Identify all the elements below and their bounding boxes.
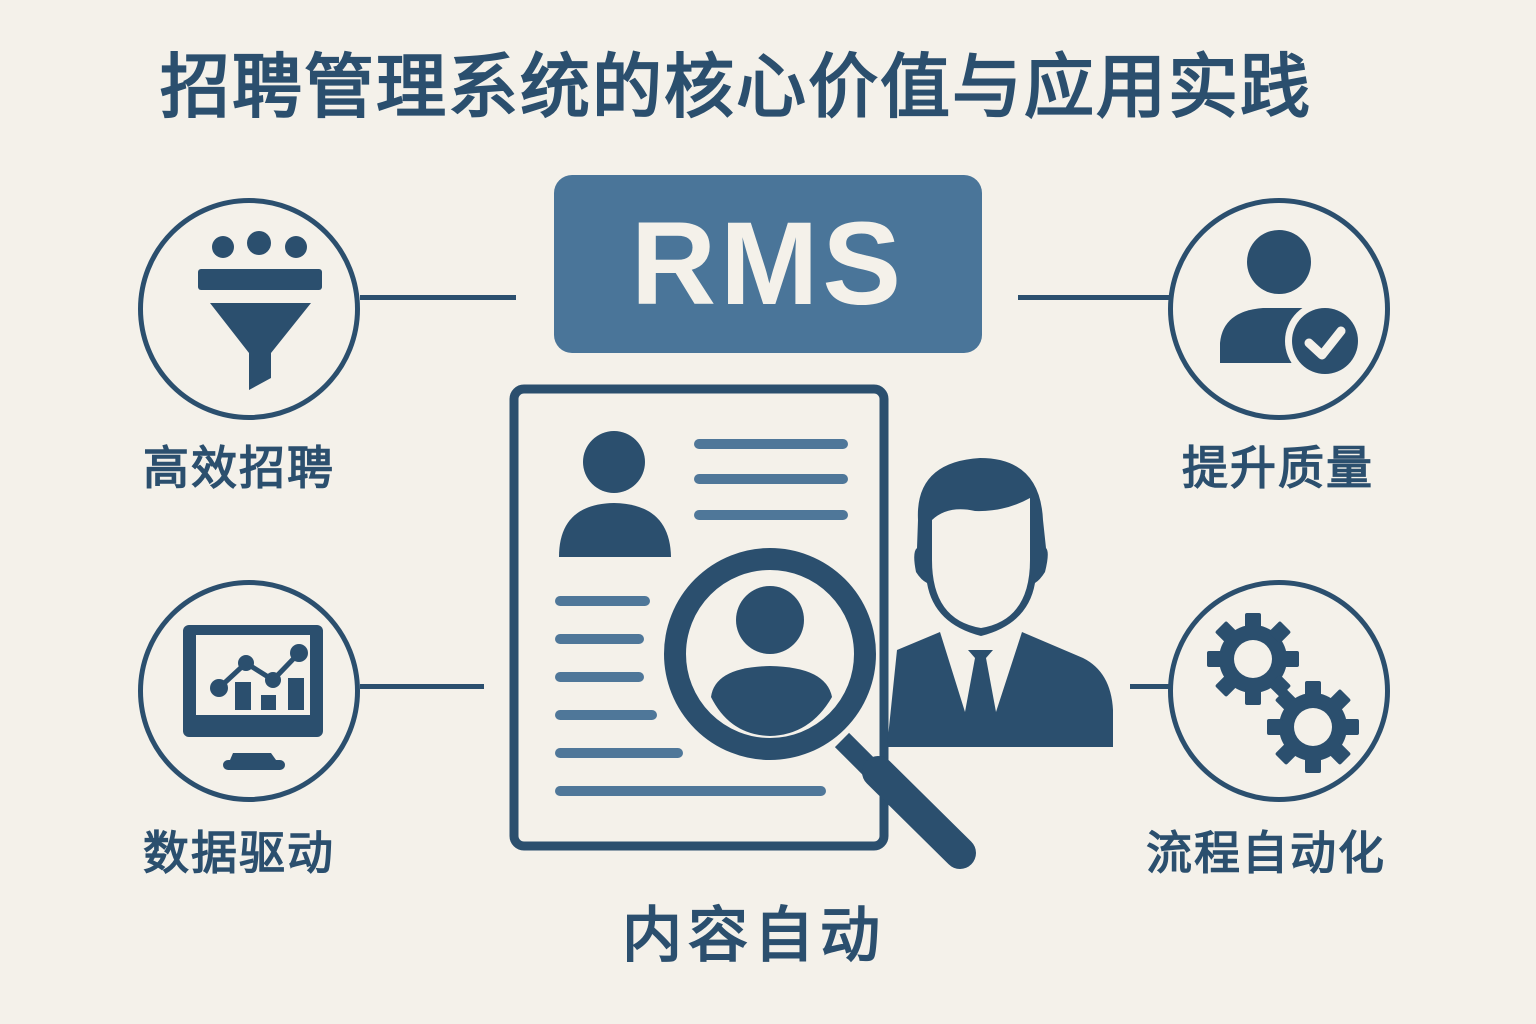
feature-label-quality: 提升质量 [1182, 441, 1374, 495]
monitor-chart-icon [183, 625, 323, 770]
feature-circle-automation [1168, 580, 1390, 802]
page-title: 招聘管理系统的核心价值与应用实践 [160, 46, 1312, 128]
center-label: 内容自动 [622, 901, 886, 971]
connector-automation [1130, 684, 1172, 689]
feature-circle-data [138, 580, 360, 802]
user-check-icon [1220, 230, 1365, 381]
feature-circle-quality [1168, 198, 1390, 420]
magnifier-icon [664, 548, 976, 869]
feature-circle-efficient [138, 198, 360, 420]
funnel-icon [198, 231, 322, 390]
businessman-icon [887, 458, 1113, 747]
rms-badge: RMS [554, 175, 982, 353]
feature-label-data: 数据驱动 [143, 826, 335, 880]
connector-quality [1018, 295, 1170, 300]
gears-icon [1207, 613, 1359, 773]
feature-label-efficient: 高效招聘 [143, 441, 335, 495]
connector-efficient [360, 295, 516, 300]
feature-label-automation: 流程自动化 [1146, 826, 1386, 880]
connector-data [360, 684, 484, 689]
